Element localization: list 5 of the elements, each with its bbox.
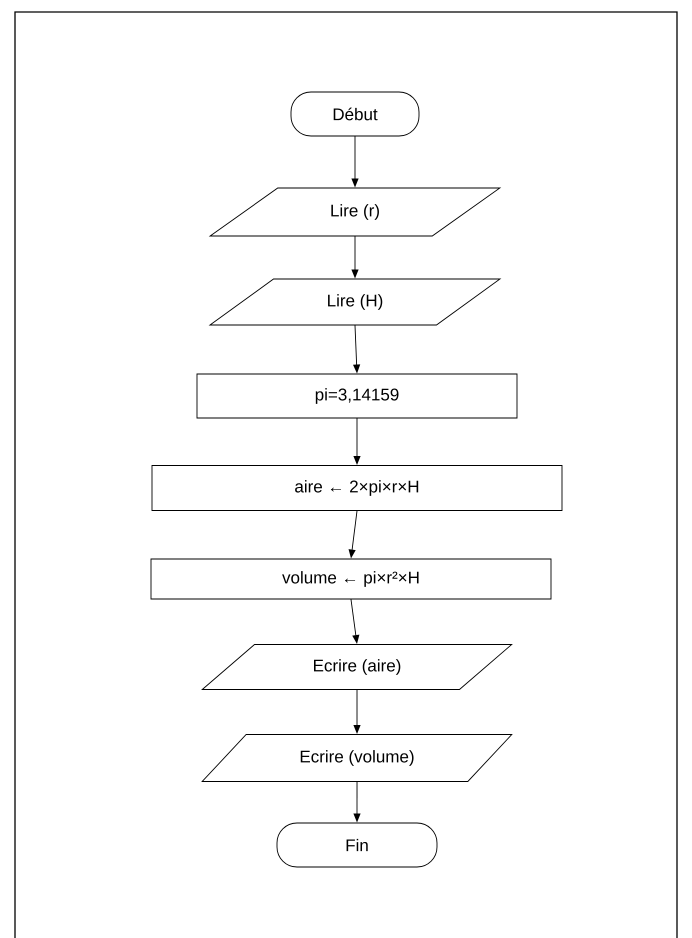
process-box: volume ← pi×r²×H (150, 558, 552, 600)
process-box: pi=3,14159 (196, 374, 518, 418)
process-box: aire ← 2×pi×r×H (152, 465, 562, 511)
terminal-box: Fin (276, 822, 438, 868)
terminal-box: Début (290, 92, 420, 136)
